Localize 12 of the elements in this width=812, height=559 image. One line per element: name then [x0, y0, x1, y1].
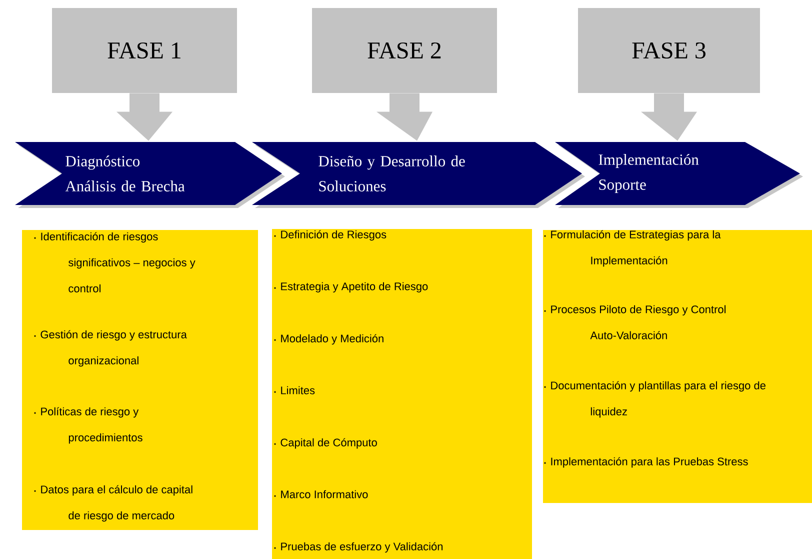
phase-box: FASE 2	[312, 8, 497, 93]
phase-box: FASE 3	[578, 8, 760, 93]
block-arrow	[641, 93, 697, 141]
phase-box: FASE 1	[52, 8, 237, 93]
block-arrow	[376, 93, 432, 141]
process-step-banner: Diseño y Desarrollo de Soluciones	[252, 142, 585, 208]
list-box: Formulación de Estrategias para la Implementación Procesos Piloto de Riesgo y Control Auto-Valoración Documentación y plantillas para el riesgo de liquidez Implementación para las Pruebas Stress	[543, 230, 812, 503]
block-arrow	[116, 93, 172, 141]
list-box: Definición de Riesgos Estrategia y Apetito de Riesgo Modelado y Medición Limites Capital de Cómputo Marco Informativo Pruebas de esfuerzo y Validación	[272, 229, 532, 559]
process-step-banner: Implementación Soporte	[555, 142, 803, 208]
process-step-banner: Diagnóstico Análisis de Brecha	[15, 142, 285, 208]
list-box: Identificación de riesgos significativos – negocios y control Gestión de riesgo y estructura organizacional Políticas de riesgo y procedimientos Datos para el cálculo de capital de riesgo de mercado	[22, 230, 258, 530]
